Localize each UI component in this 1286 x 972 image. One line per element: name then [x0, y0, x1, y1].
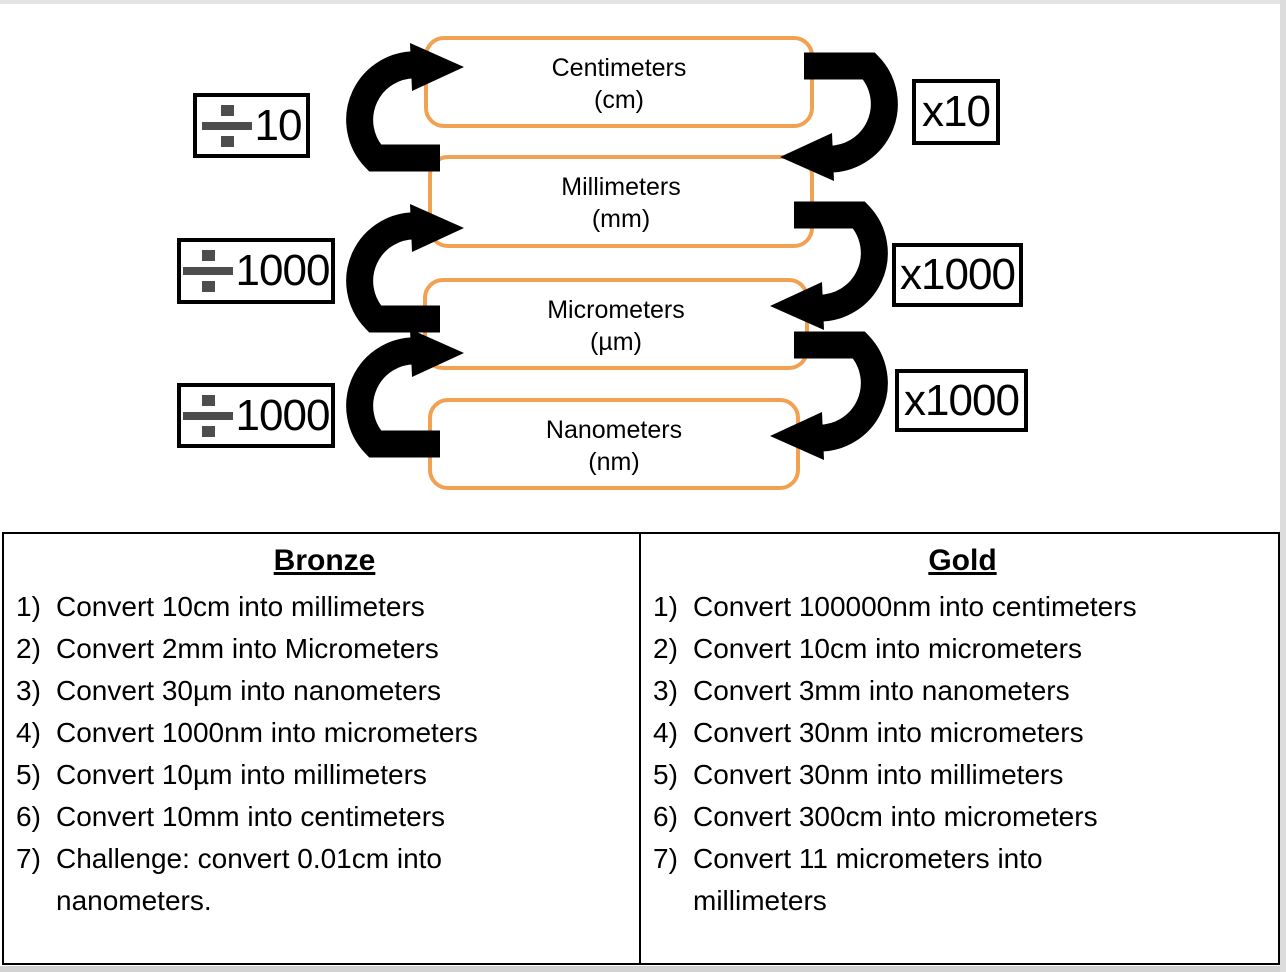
item-text: Convert 2mm into Micrometers: [56, 633, 439, 664]
list-item: 7) Convert 11 micrometers into millimete…: [653, 838, 1272, 922]
item-number: 6): [16, 801, 41, 832]
multiply-value: x1000: [904, 375, 1020, 425]
item-number: 2): [16, 633, 41, 664]
item-number: 7): [16, 843, 41, 874]
item-text: Convert 30nm into millimeters: [693, 759, 1064, 790]
page-edge-right: [1280, 0, 1286, 972]
item-text: Convert 10mm into centimeters: [56, 801, 446, 832]
unit-name: Millimeters: [561, 173, 681, 201]
item-text: Convert 100000nm into centimeters: [693, 591, 1137, 622]
unit-symbol: (mm): [591, 205, 651, 233]
item-number: 6): [653, 801, 678, 832]
unit-conversion-diagram: Centimeters (cm) Millimeters (mm) Microm…: [177, 36, 1028, 490]
item-text: Convert 10cm into millimeters: [56, 591, 425, 622]
item-number: 5): [653, 759, 678, 790]
multiply-value: x1000: [900, 250, 1016, 299]
item-number: 1): [16, 591, 41, 622]
divide-by-1000-label-upper: 1000: [177, 238, 335, 304]
multiply-by-1000-label-lower: x1000: [895, 369, 1028, 432]
list-item: 2) Convert 10cm into micrometers: [653, 628, 1272, 670]
list-item: 4) Convert 30nm into micrometers: [653, 712, 1272, 754]
item-text: Convert 3mm into nanometers: [693, 675, 1070, 706]
item-number: 5): [16, 759, 41, 790]
item-number: 4): [16, 717, 41, 748]
divide-icon: [201, 104, 252, 147]
divide-icon: [182, 394, 233, 437]
multiply-value: x10: [922, 87, 991, 136]
unit-symbol: (µm): [590, 328, 642, 356]
list-item: 7) Challenge: convert 0.01cm into nanome…: [16, 838, 633, 922]
unit-name: Nanometers: [545, 416, 683, 444]
page-edge-bottom: [0, 966, 1286, 972]
item-text: Convert 300cm into micrometers: [693, 801, 1098, 832]
unit-symbol: (nm): [588, 448, 640, 476]
list-item: 3) Convert 3mm into nanometers: [653, 670, 1272, 712]
item-text: Convert 10µm into millimeters: [56, 759, 427, 790]
item-text: Convert 10cm into micrometers: [693, 633, 1083, 664]
item-text: Convert 1000nm into micrometers: [56, 717, 478, 748]
multiply-by-1000-label-upper: x1000: [892, 243, 1023, 307]
list-item: 6) Convert 300cm into micrometers: [653, 796, 1272, 838]
unit-name: Micrometers: [547, 296, 685, 324]
divide-icon: [182, 250, 233, 292]
multiply-arrow-cm-to-mm-icon: [780, 52, 898, 181]
page-edge-top: [0, 0, 1286, 4]
unit-symbol: (cm): [594, 86, 644, 114]
list-item: 5) Convert 30nm into millimeters: [653, 754, 1272, 796]
list-item: 4) Convert 1000nm into micrometers: [16, 712, 633, 754]
item-number: 7): [653, 843, 678, 874]
divide-value: 10: [254, 100, 303, 150]
item-number: 3): [653, 675, 678, 706]
list-item: 6) Convert 10mm into centimeters: [16, 796, 633, 838]
item-number: 2): [653, 633, 678, 664]
bronze-column: Bronze 1) Convert 10cm into millimeters …: [4, 534, 641, 963]
bronze-title: Bronze: [273, 544, 376, 577]
list-item: 5) Convert 10µm into millimeters: [16, 754, 633, 796]
divide-value: 1000: [235, 246, 331, 295]
exercise-table: Bronze 1) Convert 10cm into millimeters …: [2, 532, 1280, 965]
list-item: 1) Convert 100000nm into centimeters: [653, 586, 1272, 628]
unit-box-micrometers: Micrometers (µm): [423, 278, 809, 370]
item-text: Challenge: convert 0.01cm into nanometer…: [56, 843, 442, 916]
divide-arrow-mm-to-cm-icon: [346, 43, 464, 172]
list-item: 1) Convert 10cm into millimeters: [16, 586, 633, 628]
divide-by-1000-label-lower: 1000: [177, 383, 335, 448]
item-number: 1): [653, 591, 678, 622]
list-item: 3) Convert 30µm into nanometers: [16, 670, 633, 712]
unit-box-centimeters: Centimeters (cm): [424, 36, 814, 128]
item-text: Convert 30nm into micrometers: [693, 717, 1084, 748]
multiply-arrow-um-to-nm-icon: [770, 331, 888, 460]
item-number: 4): [653, 717, 678, 748]
unit-box-millimeters: Millimeters (mm): [428, 155, 814, 248]
unit-box-nanometers: Nanometers (nm): [428, 398, 800, 490]
multiply-arrow-mm-to-um-icon: [770, 201, 888, 330]
item-text: Convert 30µm into nanometers: [56, 675, 441, 706]
divide-value: 1000: [235, 390, 331, 440]
item-text: Convert 11 micrometers into millimeters: [693, 843, 1043, 916]
divide-arrow-um-to-mm-icon: [346, 204, 464, 333]
list-item: 2) Convert 2mm into Micrometers: [16, 628, 633, 670]
multiply-by-10-label: x10: [912, 79, 1000, 145]
gold-title: Gold: [928, 544, 997, 577]
divide-arrow-nm-to-um-icon: [346, 329, 464, 458]
gold-column: Gold 1) Convert 100000nm into centimeter…: [641, 534, 1278, 963]
item-number: 3): [16, 675, 41, 706]
unit-name: Centimeters: [551, 54, 687, 82]
divide-by-10-label: 10: [193, 93, 310, 158]
